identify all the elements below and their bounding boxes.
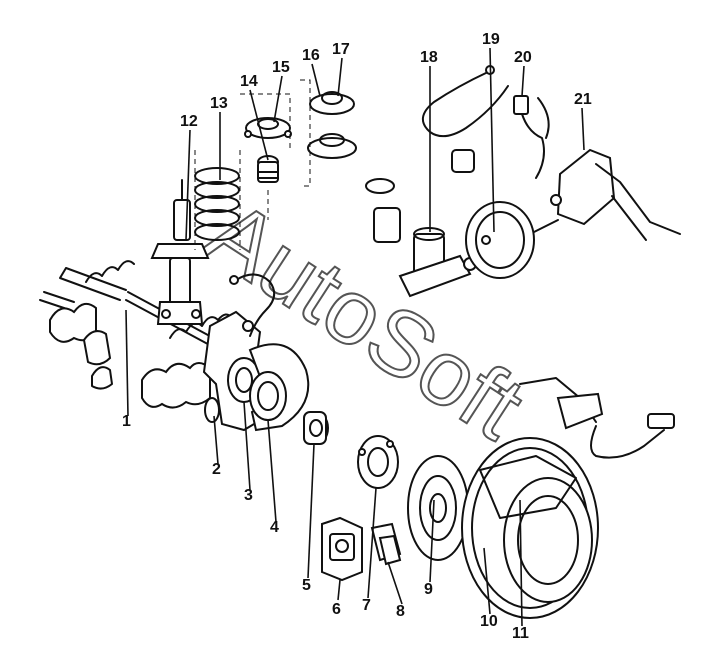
hub-bushing bbox=[303, 411, 329, 445]
callout-leaders bbox=[125, 47, 585, 627]
callout-15: 15 bbox=[272, 59, 290, 76]
brake-pads bbox=[370, 522, 402, 566]
brake-hose-front bbox=[229, 273, 276, 337]
callout-20: 20 bbox=[514, 49, 532, 66]
callout-4: 4 bbox=[270, 519, 279, 536]
callout-2: 2 bbox=[212, 461, 221, 478]
pedal-bracket bbox=[550, 148, 681, 241]
brake-master-cylinder bbox=[365, 178, 477, 298]
callout-7: 7 bbox=[362, 597, 371, 614]
callout-14: 14 bbox=[240, 73, 258, 90]
callout-5: 5 bbox=[302, 577, 311, 594]
callout-10: 10 bbox=[480, 613, 498, 630]
callout-13: 13 bbox=[210, 95, 228, 112]
brake-booster bbox=[465, 201, 559, 279]
coil-spring bbox=[194, 150, 241, 250]
callout-3: 3 bbox=[244, 487, 253, 504]
callout-17: 17 bbox=[332, 41, 350, 58]
callout-21: 21 bbox=[574, 91, 592, 108]
callout-1: 1 bbox=[122, 413, 131, 430]
shock-absorber-strut bbox=[150, 179, 210, 325]
brake-drum bbox=[461, 437, 599, 619]
brake-caliper bbox=[321, 516, 363, 582]
upper-support-plates bbox=[300, 79, 357, 187]
strut-top-mount bbox=[240, 93, 292, 220]
callout-6: 6 bbox=[332, 601, 341, 618]
rear-cable-bracket bbox=[519, 377, 675, 459]
callout-12: 12 bbox=[180, 113, 198, 130]
callout-9: 9 bbox=[424, 581, 433, 598]
callout-8: 8 bbox=[396, 603, 405, 620]
wheel-bearing bbox=[249, 371, 287, 421]
callout-19: 19 bbox=[482, 31, 500, 48]
brake-disc bbox=[407, 455, 469, 561]
callout-labels: 1 2 3 4 5 6 7 8 9 10 11 12 13 14 15 16 1… bbox=[122, 31, 592, 642]
callout-16: 16 bbox=[302, 47, 320, 64]
callout-11: 11 bbox=[512, 625, 529, 642]
wheel-hub bbox=[357, 435, 399, 489]
brake-sensor bbox=[513, 95, 550, 179]
brake-hose-line bbox=[422, 65, 509, 173]
callout-18: 18 bbox=[420, 49, 438, 66]
